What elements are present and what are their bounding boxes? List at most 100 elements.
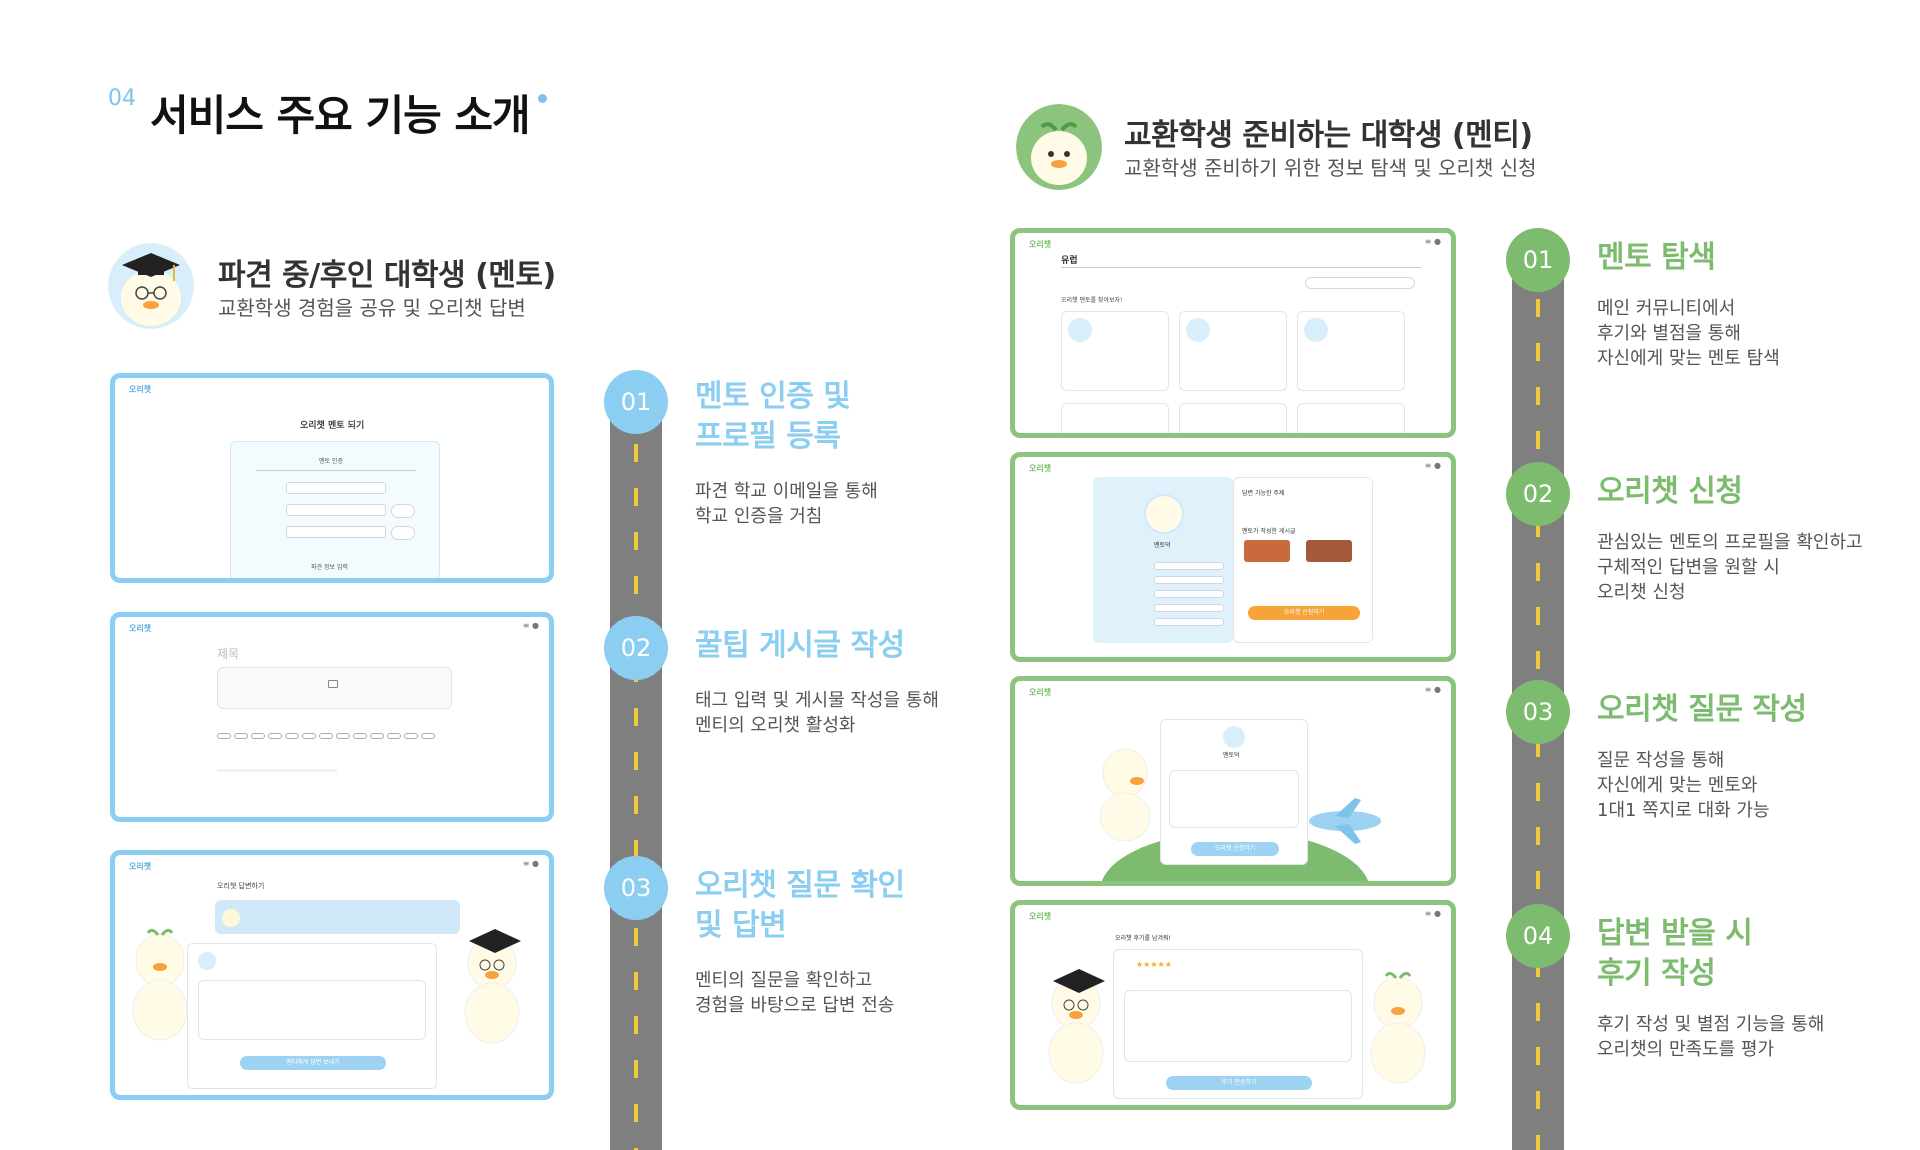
school-input[interactable]: [286, 482, 386, 494]
duck-illustration: [132, 928, 188, 1041]
step-title: 오리챗 질문 작성: [1597, 692, 1807, 727]
tag-chips[interactable]: [217, 733, 437, 739]
step-description: 자신에게 맞는 멘토 탐색: [1597, 348, 1780, 369]
mentee-persona-subtitle: 교환학생 준비하기 위한 정보 탐색 및 오리챗 신청: [1124, 156, 1537, 180]
post-thumbnail[interactable]: [1306, 540, 1352, 562]
mentor-step-3: 오리챗 질문 확인 및 답변 멘티의 질문을 확인하고 경험을 바탕으로 답변 …: [695, 866, 905, 1018]
brand-logo: 오리챗: [1029, 464, 1052, 473]
star-rating[interactable]: ★★★★★: [1136, 960, 1172, 969]
mentor-road: [610, 400, 662, 1150]
post-title-placeholder[interactable]: 제목: [217, 647, 240, 661]
mentee-step-1: 멘토 탐색 메인 커뮤니티에서 후기와 별점을 통해 자신에게 맞는 멘토 탐색: [1597, 238, 1780, 371]
mentee-step-1-badge: 01: [1506, 228, 1570, 292]
verify-button[interactable]: [391, 526, 415, 540]
step-title: 멘토 인증 및: [695, 379, 851, 414]
step-description: 관심있는 멘토의 프로필을 확인하고: [1597, 532, 1863, 553]
content-placeholder-line[interactable]: [217, 769, 337, 772]
step-description: 질문 작성을 통해: [1597, 750, 1725, 771]
step-description: 구체적인 답변을 원할 시: [1597, 557, 1780, 578]
graduate-duck-illustration: [464, 929, 521, 1044]
answer-chat-screen: 오리챗 ≡ ● 오리챗 답변하기 멘티에게 답변 보내기: [110, 850, 554, 1100]
step-description: 태그 입력 및 게시물 작성을 통해: [695, 690, 939, 711]
mentee-step-3: 오리챗 질문 작성 질문 작성을 통해 자신에게 맞는 멘토와 1대1 쪽지로 …: [1597, 690, 1807, 823]
explore-subtitle: 오리챗 멘토를 찾아보자!: [1061, 297, 1123, 304]
question-textarea[interactable]: [1169, 770, 1299, 828]
write-question-screen: 오리챗 ≡ ● 멘토덕 오리챗 신청하기: [1010, 676, 1456, 886]
apply-orichat-button[interactable]: 오리챗 신청하기: [1191, 842, 1279, 856]
registration-title: 오리챗 멘토 되기: [300, 421, 365, 431]
mentor-avatar: [1223, 726, 1245, 748]
divider: [256, 470, 416, 471]
header-icons: ≡ ●: [1424, 909, 1441, 918]
mentor-persona-title: 파견 중/후인 대학생 (멘토): [218, 258, 556, 293]
step-title: 및 답변: [695, 908, 787, 943]
step-description: 자신에게 맞는 멘토와: [1597, 775, 1758, 796]
step-title: 오리챗 질문 확인: [695, 868, 905, 903]
send-answer-button[interactable]: 멘티에게 답변 보내기: [240, 1056, 386, 1070]
brand-logo: 오리챗: [129, 385, 152, 394]
posts-label: 멘토가 작성한 게시글: [1242, 528, 1296, 535]
brand-logo: 오리챗: [1029, 688, 1052, 697]
image-upload-box[interactable]: [217, 667, 452, 709]
review-form: ★★★★★ 후기 전송하기: [1113, 949, 1363, 1099]
review-textarea[interactable]: [1124, 990, 1352, 1062]
answer-card: 멘티에게 답변 보내기: [187, 943, 437, 1089]
send-code-button[interactable]: [391, 504, 415, 518]
profile-field: [1154, 604, 1224, 612]
question-form: 멘토덕 오리챗 신청하기: [1160, 719, 1308, 865]
step-description: 경험을 바탕으로 답변 전송: [695, 995, 895, 1016]
code-input[interactable]: [286, 526, 386, 538]
mentor-avatar: [1144, 494, 1184, 534]
step-title: 프로필 등록: [695, 419, 841, 454]
search-input[interactable]: [1305, 277, 1415, 289]
apply-orichat-button[interactable]: 오리챗 신청하기: [1248, 606, 1360, 620]
header-icons: ≡ ●: [522, 859, 539, 868]
step-title: 오리챗 신청: [1597, 474, 1743, 509]
step-description: 멘티의 오리챗 활성화: [695, 715, 856, 736]
duck-illustration: [1370, 971, 1426, 1084]
review-title: 오리챗 후기를 남겨줘!: [1115, 935, 1171, 942]
next-step-label: 파견 정보 입력: [311, 564, 348, 571]
mentor-avatar: [1186, 318, 1210, 342]
airplane-illustration: [1309, 798, 1381, 844]
brand-logo: 오리챗: [129, 862, 152, 871]
mentee-step-2: 오리챗 신청 관심있는 멘토의 프로필을 확인하고 구체적인 답변을 원할 시 …: [1597, 472, 1863, 605]
divider: [1061, 267, 1421, 268]
region-title: 유럽: [1061, 256, 1078, 266]
mentor-registration-screen: 오리챗 오리챗 멘토 되기 멘토 인증 파견 정보 입력: [110, 373, 554, 583]
mentor-avatar: [198, 952, 216, 970]
mentor-avatar: [1068, 318, 1092, 342]
header-icons: ≡ ●: [1424, 685, 1441, 694]
answer-title: 오리챗 답변하기: [217, 882, 265, 890]
step-description: 학교 인증을 거침: [695, 506, 823, 527]
mentor-step-2-badge: 02: [604, 616, 668, 680]
post-thumbnail[interactable]: [1244, 540, 1290, 562]
tip-post-screen: 오리챗 ≡ ● 제목: [110, 612, 554, 822]
image-icon: [328, 680, 338, 688]
mentee-step-4: 답변 받을 시 후기 작성 후기 작성 및 별점 기능을 통해 오리챗의 만족도…: [1597, 914, 1824, 1062]
header-icons: ≡ ●: [1424, 237, 1441, 246]
mentor-persona-subtitle: 교환학생 경험을 공유 및 오리챗 답변: [218, 296, 526, 320]
mentor-card[interactable]: [1297, 403, 1405, 433]
profile-field: [1154, 562, 1224, 570]
mentor-card[interactable]: [1179, 311, 1287, 391]
answer-textarea[interactable]: [198, 980, 426, 1040]
mentor-profile-screen: 오리챗 ≡ ● 멘토덕 답변 가능한 주제 멘토가 작성한 게시글 오리챗 신청…: [1010, 452, 1456, 662]
mentor-step-1: 멘토 인증 및 프로필 등록 파견 학교 이메일을 통해 학교 인증을 거침: [695, 377, 878, 529]
brand-logo: 오리챗: [1029, 240, 1052, 249]
mentee-duck-avatar: [1016, 104, 1102, 190]
email-input[interactable]: [286, 504, 386, 516]
profile-field: [1154, 590, 1224, 598]
send-review-button[interactable]: 후기 전송하기: [1166, 1076, 1312, 1090]
mentor-name: 멘토덕: [1223, 752, 1240, 759]
mentee-step-2-badge: 02: [1506, 462, 1570, 526]
header-icons: ≡ ●: [522, 621, 539, 630]
mentor-card[interactable]: [1061, 403, 1169, 433]
mentor-card[interactable]: [1179, 403, 1287, 433]
step-description: 메인 커뮤니티에서: [1597, 298, 1736, 319]
mentor-step-1-badge: 01: [604, 370, 668, 434]
topics-label: 답변 가능한 주제: [1242, 490, 1285, 497]
graduate-duck-illustration: [1048, 969, 1105, 1084]
mentor-card[interactable]: [1061, 311, 1169, 391]
mentor-card[interactable]: [1297, 311, 1405, 391]
